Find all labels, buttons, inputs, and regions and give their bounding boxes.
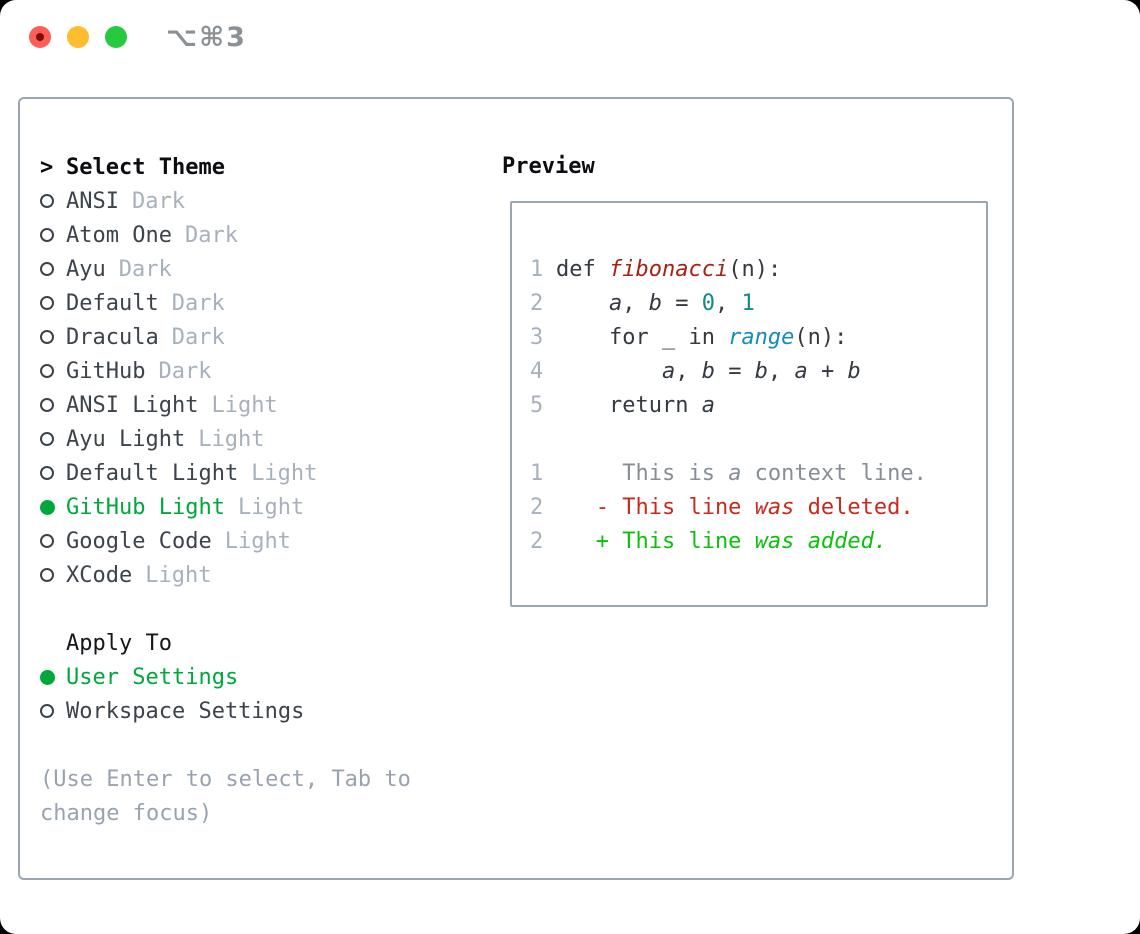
radio-selected-icon	[40, 669, 55, 685]
code-line: 5 return a	[530, 389, 986, 423]
hint-text-line1: (Use Enter to select, Tab to	[40, 766, 411, 792]
variant-label: Light	[251, 460, 318, 486]
hint-text-line2: change focus)	[40, 800, 213, 826]
close-button[interactable]	[29, 26, 51, 48]
variant-label: Dark	[171, 290, 225, 316]
code-line: 4 a, b = b, a + b	[530, 355, 986, 389]
title-bar: ⌥⌘3	[0, 0, 1140, 74]
apply-option-workspace-settings[interactable]: Workspace Settings	[40, 694, 411, 728]
radio-icon	[40, 398, 54, 412]
radio-icon	[40, 534, 54, 548]
line-number: 2	[530, 291, 544, 316]
variant-label: Light	[224, 528, 291, 554]
line-number: 2	[530, 495, 544, 520]
preview-title: Preview	[502, 154, 595, 179]
variant-label: Dark	[158, 358, 212, 384]
minimize-button[interactable]	[67, 26, 89, 48]
radio-selected-icon	[40, 499, 55, 515]
diff-deleted-line: 2 - This line was deleted.	[530, 491, 986, 525]
variant-label: Dark	[184, 222, 238, 248]
radio-icon	[40, 296, 54, 310]
code-line: 2 a, b = 0, 1	[530, 287, 986, 321]
line-number: 5	[530, 393, 544, 418]
line-number: 1	[530, 257, 544, 282]
select-theme-header: > Select Theme	[40, 150, 411, 184]
header-label: Select Theme	[66, 154, 225, 180]
line-number: 4	[530, 359, 544, 384]
variant-label: Dark	[131, 188, 185, 214]
radio-icon	[40, 330, 54, 344]
apply-option-user-settings[interactable]: User Settings	[40, 660, 411, 694]
code-line: 3 for _ in range(n):	[530, 321, 986, 355]
variant-label: Light	[198, 426, 265, 452]
apply-to-header: Apply To	[66, 630, 172, 656]
radio-icon	[40, 228, 54, 242]
focus-caret-icon: >	[40, 154, 54, 180]
variant-label: Light	[237, 494, 305, 520]
diff-context-line: 1 This is a context line.	[530, 457, 986, 491]
radio-icon	[40, 364, 54, 378]
variant-label: Light	[145, 562, 212, 588]
variant-label: Dark	[118, 256, 172, 282]
code-line-blank	[530, 423, 986, 457]
zoom-button[interactable]	[105, 26, 127, 48]
line-number: 2	[530, 529, 544, 554]
line-number: 3	[530, 325, 544, 350]
variant-label: Light	[211, 392, 278, 418]
window-title: ⌥⌘3	[166, 22, 247, 53]
radio-icon	[40, 466, 54, 480]
radio-icon	[40, 704, 54, 718]
diff-added-line: 2 + This line was added.	[530, 525, 986, 559]
radio-icon	[40, 194, 54, 208]
variant-label: Dark	[171, 324, 225, 350]
radio-icon	[40, 568, 54, 582]
line-number: 1	[530, 461, 544, 486]
radio-icon	[40, 432, 54, 446]
radio-icon	[40, 262, 54, 276]
